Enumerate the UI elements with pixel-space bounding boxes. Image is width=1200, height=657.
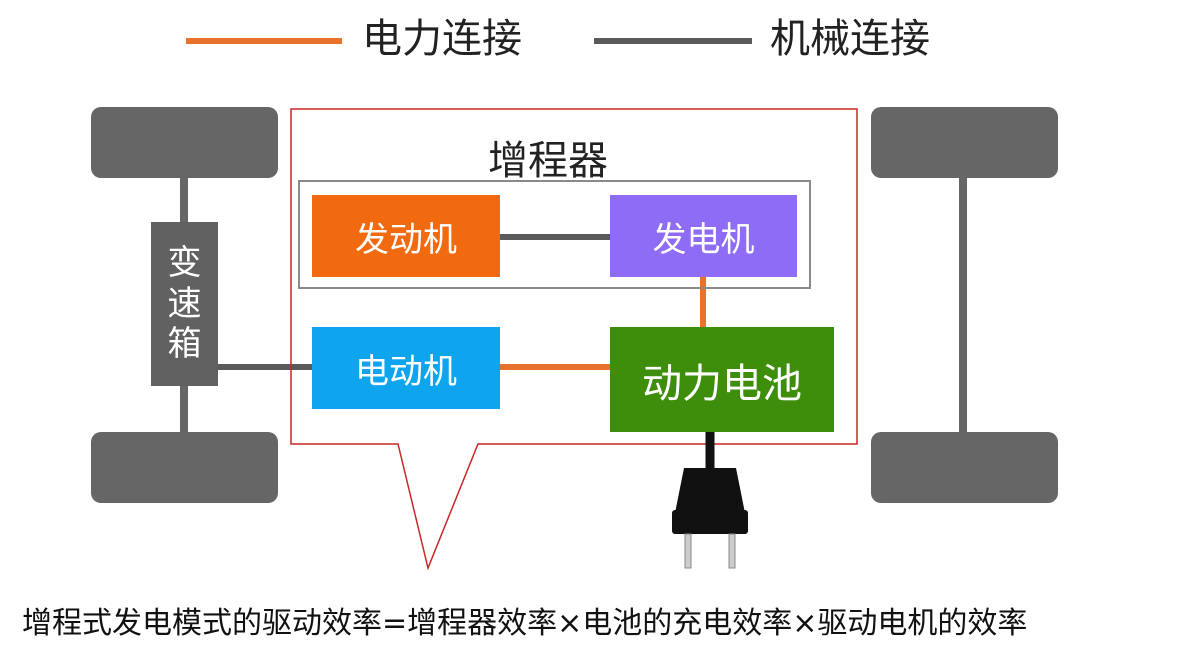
wheel-rear-right bbox=[871, 432, 1058, 503]
legend-mechanical-label: 机械连接 bbox=[770, 16, 930, 62]
power-plug-icon bbox=[672, 468, 748, 569]
gearbox-char: 速 bbox=[167, 283, 202, 324]
wheel-front-left bbox=[91, 107, 278, 178]
legend-electric-label: 电力连接 bbox=[362, 16, 522, 62]
battery-block: 动力电池 bbox=[610, 327, 834, 432]
generator-block: 发电机 bbox=[610, 195, 797, 277]
range-extender-title: 增程器 bbox=[488, 138, 608, 184]
gearbox-char: 变 bbox=[167, 242, 202, 283]
wheel-front-right bbox=[871, 107, 1058, 178]
engine-block: 发动机 bbox=[312, 195, 500, 277]
range-extender-callout bbox=[290, 108, 858, 571]
wheel-rear-left bbox=[91, 432, 278, 503]
efficiency-formula: 增程式发电模式的驱动效率=增程器效率×电池的充电效率×驱动电机的效率 bbox=[22, 606, 1028, 641]
gearbox-char: 箱 bbox=[167, 324, 202, 365]
motor-block: 电动机 bbox=[312, 327, 500, 409]
range-extender-frame bbox=[298, 180, 811, 289]
gearbox: 变 速 箱 bbox=[151, 222, 218, 386]
